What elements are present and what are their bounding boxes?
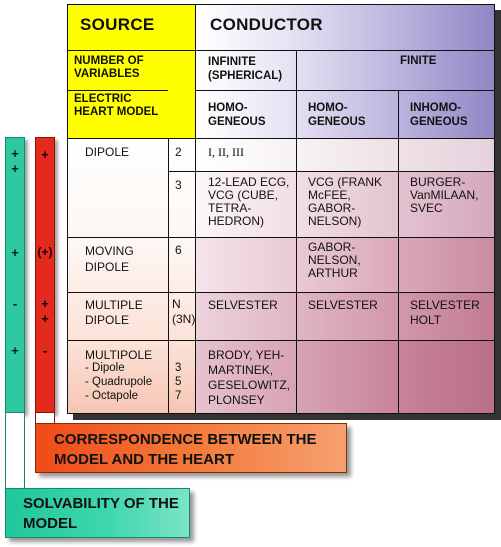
- grid-line: [68, 50, 494, 51]
- number-of-variables-header: NUMBER OF VARIABLES: [68, 50, 195, 90]
- solvability-mark-moving-dipole: +: [11, 245, 19, 260]
- main-table: SOURCE NUMBER OF VARIABLES ELECTRIC HEAR…: [67, 4, 495, 414]
- infinite-dipole-3: 12-LEAD ECG, VCG (CUBE, TETRA- HEDRON): [208, 175, 290, 228]
- conductor-label: CONDUCTOR: [210, 15, 323, 34]
- multipole-sub-quadrupole: - Quadrupole: [85, 376, 153, 388]
- inhomogeneous-label: INHOMO- GENEOUS: [410, 102, 468, 128]
- infinite-multiple-dipole: SELVESTER: [208, 298, 278, 312]
- finite-label: FINITE: [400, 55, 437, 67]
- header-yellow-filler: [168, 90, 195, 138]
- finite-homo-dipole-3: VCG (FRANK McFEE, GABOR- NELSON): [308, 175, 383, 228]
- multipole-sub-dipole: - Dipole: [85, 362, 125, 374]
- variables-multipole-quadrupole: 5: [175, 376, 182, 388]
- model-column: [68, 138, 195, 413]
- model-multipole: MULTIPOLE: [85, 348, 153, 362]
- model-dipole: DIPOLE: [85, 145, 130, 159]
- grid-line: [68, 292, 494, 293]
- correspondence-mark-multiple-dipole: ++: [41, 296, 49, 326]
- source-header: SOURCE: [68, 5, 195, 50]
- solvability-mark-dipole: ++: [11, 146, 19, 176]
- grid-line: [168, 171, 494, 172]
- infinite-dipole-2: I, II, III: [208, 145, 244, 159]
- row-moving-dipole-bg: [195, 237, 494, 292]
- correspondence-mark-multipole: -: [42, 343, 48, 358]
- solvability-banner: SOLVABILITY OF THE MODEL: [5, 488, 190, 538]
- row-multipole-bg: [195, 340, 494, 413]
- solvability-bar: ++ + - +: [5, 137, 25, 413]
- grid-line: [195, 90, 494, 91]
- grid-line: [168, 138, 169, 413]
- homogeneous-finite-label: HOMO- GENEOUS: [308, 102, 366, 128]
- row-multiple-dipole-bg: [195, 292, 494, 340]
- variables-multipole-octapole: 7: [175, 390, 182, 402]
- finite-inhomo-multiple-dipole: SELVESTER HOLT: [410, 298, 480, 327]
- correspondence-mark-dipole: +: [41, 147, 49, 162]
- finite-inhomo-dipole-3: BURGER- VanMILAAN, SVEC: [410, 175, 479, 215]
- grid-line: [398, 90, 399, 413]
- solvability-banner-text: SOLVABILITY OF THE MODEL: [23, 495, 179, 532]
- variables-dipole-3: 3: [175, 178, 182, 192]
- variables-multipole-dipole: 3: [175, 362, 182, 374]
- finite-homo-multiple-dipole: SELVESTER: [308, 298, 378, 312]
- grid-line: [68, 138, 494, 139]
- solvability-mark-multiple-dipole: -: [12, 296, 18, 311]
- solvability-mark-multipole: +: [11, 343, 19, 358]
- correspondence-banner: CORRESPONDENCE BETWEEN THE MODEL AND THE…: [35, 423, 347, 473]
- finite-homo-moving-dipole: GABOR- NELSON, ARTHUR: [308, 240, 361, 280]
- grid-line: [195, 5, 196, 413]
- grid-line: [296, 50, 297, 413]
- infinite-multipole: BRODY, YEH- MARTINEK, GESELOWITZ, PLONSE…: [208, 348, 291, 407]
- grid-line: [68, 237, 494, 238]
- electric-heart-model-header: ELECTRIC HEART MODEL: [68, 90, 168, 138]
- conductor-header: [195, 5, 494, 138]
- variables-dipole-2: 2: [175, 145, 182, 159]
- model-moving-dipole: MOVING DIPOLE: [85, 244, 134, 274]
- row-dipole-3-bg: [195, 171, 494, 237]
- correspondence-banner-text: CORRESPONDENCE BETWEEN THE MODEL AND THE…: [54, 431, 317, 468]
- solvability-connector: [5, 413, 25, 488]
- correspondence-mark-moving-dipole: (+): [37, 245, 53, 259]
- row-dipole-2-bg: [195, 138, 494, 171]
- grid-line: [68, 90, 168, 91]
- infinite-label: INFINITE (SPHERICAL): [208, 56, 283, 82]
- model-multiple-dipole: MULTIPLE DIPOLE: [85, 298, 143, 327]
- homogeneous-infinite-label: HOMO- GENEOUS: [208, 102, 266, 128]
- grid-line: [68, 340, 494, 341]
- correspondence-bar: + (+) ++ -: [35, 137, 55, 413]
- multipole-sub-octapole: - Octapole: [85, 390, 139, 402]
- variables-multiple-dipole: N (3N): [172, 297, 196, 326]
- variables-moving-dipole: 6: [175, 243, 182, 257]
